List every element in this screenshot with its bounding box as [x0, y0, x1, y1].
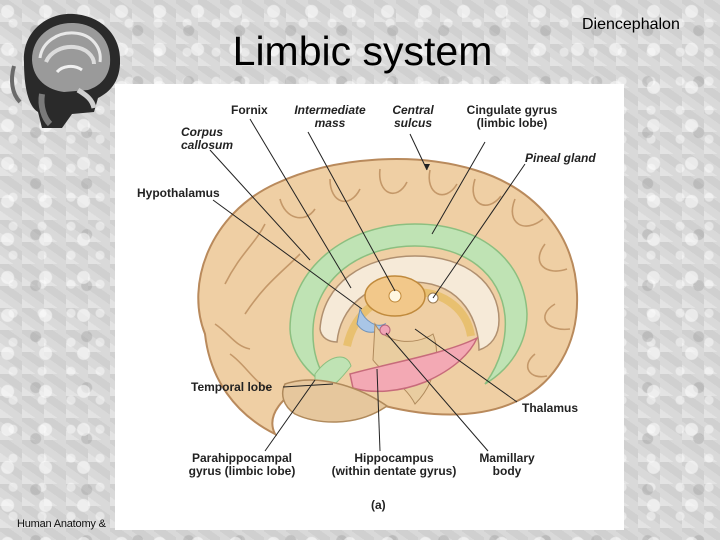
brain-midsagittal-illustration — [197, 118, 579, 452]
label-parahippocampal-gyrus: Parahippocampal gyrus (limbic lobe) — [188, 451, 296, 478]
label-panel-a: (a) — [371, 498, 386, 512]
label-hypothalamus: Hypothalamus — [137, 186, 220, 200]
slide-title: Limbic system — [232, 28, 493, 74]
label-pineal-gland: Pineal gland — [525, 151, 596, 165]
footer-credit: Human Anatomy & — [17, 518, 106, 530]
label-thalamus: Thalamus — [522, 401, 579, 415]
label-central-sulcus: Central sulcus — [392, 103, 434, 130]
label-hippocampus: Hippocampus (within dentate gyrus) — [331, 451, 457, 478]
section-title: Diencephalon — [582, 16, 680, 33]
label-corpus-callosum: Corpus callosum — [181, 125, 234, 152]
label-fornix: Fornix — [231, 103, 268, 117]
brain-figure-panel: Fornix Intermediate mass Central sulcus … — [115, 84, 624, 530]
label-temporal-lobe: Temporal lobe — [191, 380, 273, 394]
label-mamillary-body: Mamillary body — [479, 451, 535, 478]
label-intermediate-mass: Intermediate mass — [294, 103, 366, 130]
mri-sagittal-thumbnail — [10, 13, 121, 128]
label-cingulate-gyrus: Cingulate gyrus (limbic lobe) — [466, 103, 558, 130]
